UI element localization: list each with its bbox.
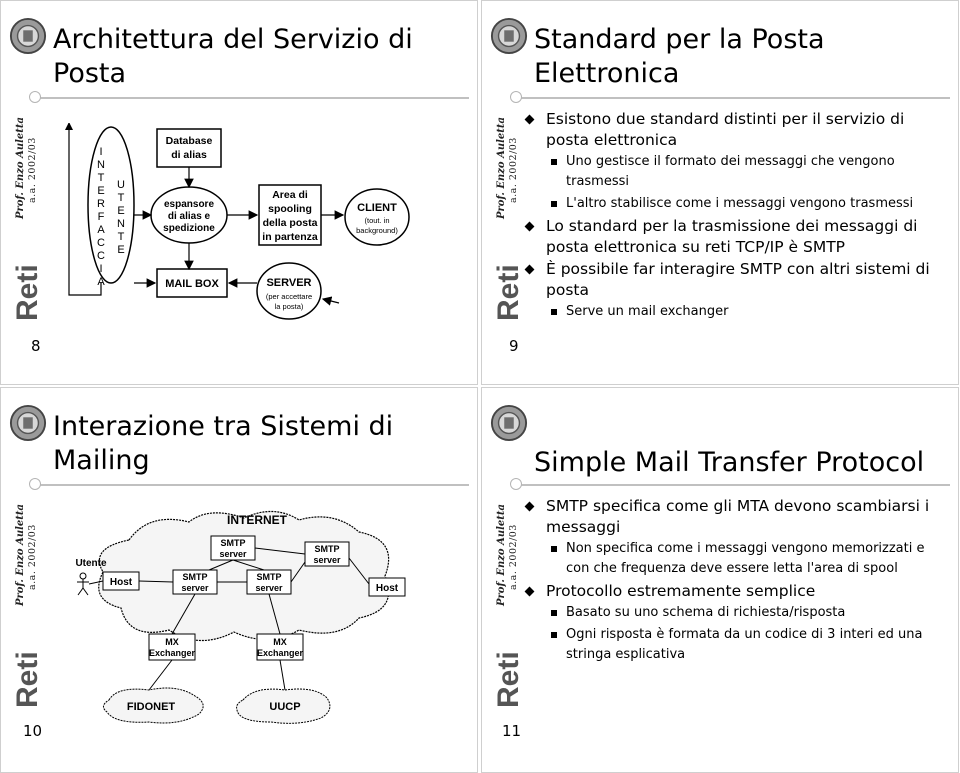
side-year: a.a. 2002/03 — [27, 524, 38, 590]
university-seal-icon — [9, 17, 47, 55]
svg-text:MAIL BOX: MAIL BOX — [165, 278, 219, 290]
title-divider-dot — [29, 478, 41, 490]
slide-8: Architettura del Servizio di Posta Prof.… — [0, 0, 478, 385]
bullet: È possibile far interagire SMTP con altr… — [522, 259, 944, 301]
bullet: Protocollo estremamente semplice — [522, 581, 944, 602]
svg-text:Host: Host — [376, 583, 399, 594]
side-author: Prof. Enzo Auletta — [15, 117, 26, 219]
university-seal-icon — [490, 17, 528, 55]
fidonet-cloud — [103, 687, 204, 724]
reti-logo-icon: Reti — [492, 651, 525, 708]
side-author: Prof. Enzo Auletta — [15, 504, 26, 606]
slide-title: Architettura del Servizio di Posta — [53, 24, 413, 89]
svg-text:INTERNET: INTERNET — [227, 513, 288, 527]
title-divider-dot — [29, 91, 41, 103]
user-figure-icon — [77, 572, 89, 596]
sub-bullet: Non specifica come i messaggi vengono me… — [522, 539, 944, 579]
svg-text:Reti: Reti — [492, 264, 525, 321]
internet-cloud — [98, 510, 390, 642]
spool-area-box — [258, 184, 322, 246]
title-divider — [35, 484, 469, 486]
svg-text:UUCP: UUCP — [269, 701, 300, 713]
interface-ellipse — [87, 126, 135, 284]
slide-title: Interazione tra Sistemi di Mailing — [53, 411, 394, 476]
svg-text:Reti: Reti — [11, 651, 44, 708]
side-year: a.a. 2002/03 — [27, 137, 38, 203]
svg-text:Utente: Utente — [75, 558, 107, 569]
side-year: a.a. 2002/03 — [508, 137, 519, 203]
reti-logo-icon: Reti — [492, 264, 525, 321]
slide-10: Interazione tra Sistemi di Mailing Prof.… — [0, 387, 478, 773]
slide-11: Simple Mail Transfer Protocol Prof. Enzo… — [481, 387, 959, 773]
sub-bullet: Serve un mail exchanger — [522, 302, 944, 322]
bullet-list: Esistono due standard distinti per il se… — [522, 109, 944, 324]
slide-title: Standard per la Posta Elettronica — [534, 24, 825, 89]
svg-text:CLIENT: CLIENT — [357, 202, 397, 214]
sub-bullet: Basato su uno schema di richiesta/rispos… — [522, 603, 944, 623]
title-divider — [516, 484, 950, 486]
reti-logo-icon: Reti — [11, 651, 44, 708]
svg-text:Host: Host — [110, 577, 133, 588]
slide-title: Simple Mail Transfer Protocol — [534, 447, 925, 478]
bullet: Lo standard per la trasmissione dei mess… — [522, 216, 944, 258]
sub-bullet: Ogni risposta è formata da un codice di … — [522, 625, 944, 665]
svg-text:Reti: Reti — [492, 651, 525, 708]
svg-text:FIDONET: FIDONET — [127, 701, 176, 713]
client-ellipse — [344, 188, 410, 246]
university-seal-icon — [9, 404, 47, 442]
side-author: Prof. Enzo Auletta — [496, 117, 507, 219]
bullet-list: SMTP specifica come gli MTA devono scamb… — [522, 496, 944, 667]
server-ellipse — [256, 262, 322, 320]
title-divider-dot — [510, 478, 522, 490]
slide-number: 10 — [23, 722, 43, 740]
sub-bullet: Uno gestisce il formato dei messaggi che… — [522, 152, 944, 192]
slide-9: Standard per la Posta Elettronica Prof. … — [481, 0, 959, 385]
bullet: SMTP specifica come gli MTA devono scamb… — [522, 496, 944, 538]
reti-logo-icon: Reti — [11, 264, 44, 321]
title-divider — [516, 97, 950, 99]
sub-bullet: L'altro stabilisce come i messaggi vengo… — [522, 194, 944, 214]
title-divider-dot — [510, 91, 522, 103]
side-year: a.a. 2002/03 — [508, 524, 519, 590]
slide-number: 9 — [509, 337, 519, 355]
title-divider — [35, 97, 469, 99]
slide-number: 8 — [31, 337, 41, 355]
svg-text:Reti: Reti — [11, 264, 44, 321]
side-author: Prof. Enzo Auletta — [496, 504, 507, 606]
svg-text:SERVER: SERVER — [266, 277, 311, 289]
slide-number: 11 — [502, 722, 522, 740]
bullet: Esistono due standard distinti per il se… — [522, 109, 944, 151]
uucp-cloud — [236, 688, 331, 724]
university-seal-icon — [490, 404, 528, 442]
